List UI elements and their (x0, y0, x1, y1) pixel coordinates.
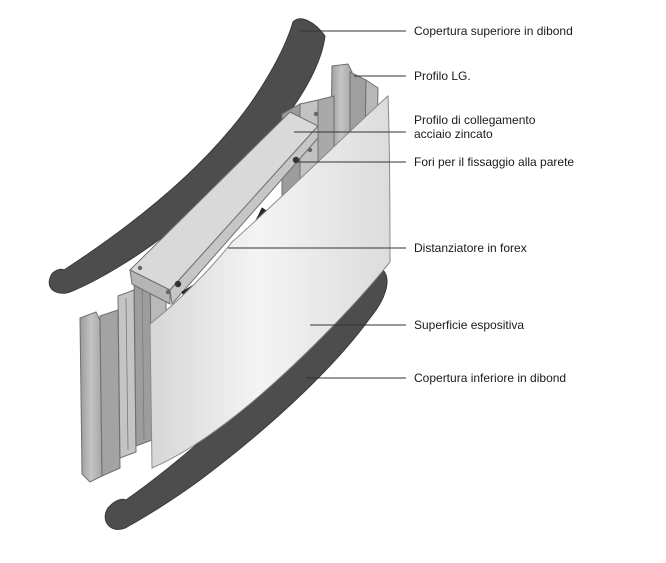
label-display-surface: Superficie espositiva (414, 318, 524, 332)
connection-profile-shape (129, 111, 319, 306)
top-cover-shape (48, 18, 326, 294)
label-forex-spacer: Distanziatore in forex (414, 241, 527, 255)
leader-lines (228, 30, 406, 379)
label-connection-profile: Profilo di collegamento acciaio zincato (414, 113, 539, 141)
label-wall-holes: Fori per il fissaggio alla parete (414, 155, 574, 169)
label-bottom-cover: Copertura inferiore in dibond (414, 371, 566, 385)
display-surface-shape (149, 94, 391, 469)
label-lg-profile: Profilo LG. (414, 69, 471, 83)
callout-labels: Copertura superiore in dibond Profilo LG… (414, 24, 574, 385)
label-top-cover: Copertura superiore in dibond (414, 24, 573, 38)
